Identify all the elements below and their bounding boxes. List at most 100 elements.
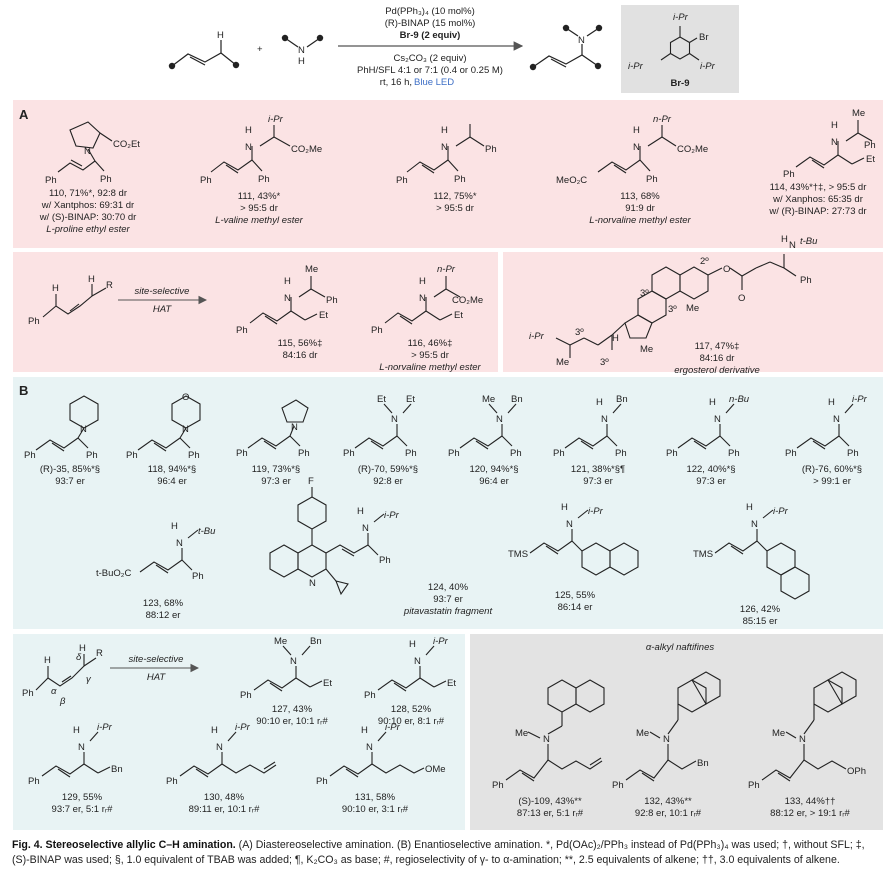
svg-text:H: H — [441, 125, 448, 136]
svg-text:R: R — [96, 648, 103, 659]
svg-text:H: H — [709, 397, 716, 408]
svg-text:γ: γ — [86, 674, 92, 685]
svg-text:115, 56%‡: 115, 56%‡ — [278, 338, 323, 349]
compound-118: O N Ph Ph 118, 94%*§ 96:4 er — [126, 392, 201, 487]
br9-ipr-right: i-Pr — [700, 61, 716, 72]
reaction-scheme: H + N H Pd(PPh₃)₄ (10 mol%) (R)-BINAP (1… — [168, 6, 716, 89]
svg-text:Me: Me — [640, 344, 653, 355]
svg-text:122, 40%*§: 122, 40%*§ — [686, 464, 735, 475]
svg-text:i-Pr: i-Pr — [268, 114, 284, 125]
compound-35: N Ph Ph (R)-35, 85%*§ 93:7 er — [24, 395, 100, 487]
svg-text:Ph: Ph — [316, 776, 328, 787]
svg-text:β: β — [59, 696, 66, 707]
svg-text:96:4 er: 96:4 er — [157, 476, 187, 487]
condition-line-4: Cs₂CO₃ (2 equiv) — [393, 53, 466, 64]
compound-110: N CO₂Et Ph Ph 110, 71%*, 92:8 dr w/ Xant… — [39, 121, 140, 235]
svg-text:N: N — [789, 240, 796, 251]
svg-text:OMe: OMe — [425, 764, 446, 775]
svg-text:N: N — [751, 519, 758, 530]
svg-text:N: N — [663, 734, 670, 745]
svg-text:i-Pr: i-Pr — [384, 510, 400, 521]
compound-130: N H i-Pr Ph 130, 48% 89:11 er, 10:1 rᵣ# — [166, 722, 277, 815]
svg-text:119, 73%*§: 119, 73%*§ — [252, 464, 300, 475]
svg-text:Ph: Ph — [258, 174, 270, 185]
svg-text:ergosterol derivative: ergosterol derivative — [674, 365, 760, 376]
svg-text:N: N — [290, 656, 297, 667]
compound-116: N H n-Pr CO₂Me Et Ph 116, 46%‡ > 95:5 dr… — [371, 264, 483, 373]
svg-text:Ph: Ph — [192, 571, 204, 582]
naftifine-title: α-alkyl naftifines — [646, 642, 714, 653]
panel-b-naftifine-background — [470, 634, 883, 830]
svg-text:H: H — [781, 234, 788, 245]
compound-127: N Me Bn Et Ph 127, 43% 90:10 er, 10:1 rᵣ… — [240, 636, 332, 727]
compound-114: N H Me Ph Et Ph 114, 43%*†‡, > 95:5 dr w… — [768, 108, 875, 217]
svg-text:H: H — [245, 125, 252, 136]
svg-text:TMS: TMS — [508, 549, 528, 560]
hat-scheme-a: H H R Ph site-selective HAT — [28, 274, 208, 327]
svg-text:Ph: Ph — [454, 174, 466, 185]
svg-text:Me: Me — [636, 728, 649, 739]
svg-text:87:13 er, 5:1 rᵣ#: 87:13 er, 5:1 rᵣ# — [517, 808, 584, 819]
svg-text:H: H — [409, 639, 416, 650]
svg-text:n-Bu: n-Bu — [729, 394, 750, 405]
alkene-reactant — [171, 40, 237, 67]
panel-b-background — [13, 377, 883, 629]
svg-text:N: N — [419, 293, 426, 304]
svg-text:Ph: Ph — [783, 169, 795, 180]
panel-a-ergosterol-background — [503, 252, 883, 372]
svg-text:w/ (R)-BINAP: 27:73 dr: w/ (R)-BINAP: 27:73 dr — [768, 206, 866, 217]
allylic-h-label: H — [217, 30, 224, 41]
svg-text:Ph: Ph — [24, 450, 36, 461]
svg-text:128, 52%: 128, 52% — [391, 704, 432, 715]
svg-text:Ph: Ph — [364, 690, 376, 701]
svg-text:Me: Me — [556, 357, 569, 368]
svg-text:Ph: Ph — [126, 450, 138, 461]
svg-text:H: H — [73, 725, 80, 736]
svg-text:N: N — [366, 742, 373, 753]
svg-text:Ph: Ph — [448, 448, 460, 459]
svg-text:N: N — [831, 137, 838, 148]
svg-text:91:9 dr: 91:9 dr — [625, 203, 655, 214]
svg-text:Et: Et — [406, 394, 415, 405]
svg-text:3º: 3º — [668, 304, 677, 315]
svg-text:H: H — [284, 276, 291, 287]
svg-text:117, 47%‡: 117, 47%‡ — [695, 341, 740, 352]
svg-text:O: O — [738, 293, 745, 304]
svg-text:N: N — [391, 414, 398, 425]
svg-text:N: N — [362, 523, 369, 534]
svg-text:Ph: Ph — [379, 555, 391, 566]
br9-br: Br — [699, 32, 709, 43]
svg-text:Me: Me — [482, 394, 495, 405]
svg-text:N: N — [216, 742, 223, 753]
svg-text:i-Pr: i-Pr — [97, 722, 113, 733]
svg-text:N: N — [601, 414, 608, 425]
svg-text:85:15 er: 85:15 er — [743, 616, 778, 627]
svg-text:2º: 2º — [700, 256, 709, 267]
svg-text:Ph: Ph — [864, 140, 876, 151]
svg-text:Me: Me — [515, 728, 528, 739]
svg-text:> 95:5 dr: > 95:5 dr — [436, 203, 474, 214]
svg-text:> 95:5 dr: > 95:5 dr — [411, 350, 449, 361]
svg-text:H: H — [831, 120, 838, 131]
compound-120: N Me Bn Ph Ph 120, 94%*§ 96:4 er — [448, 394, 523, 487]
svg-text:L-proline ethyl ester: L-proline ethyl ester — [46, 224, 130, 235]
compound-111: N H i-Pr CO₂Me Ph Ph 111, 43%* > 95:5 dr… — [200, 114, 322, 226]
svg-text:CO₂Et: CO₂Et — [113, 139, 140, 150]
compound-70: N Et Et Ph Ph (R)-70, 59%*§ 92:8 er — [343, 394, 418, 487]
svg-text:123, 68%: 123, 68% — [143, 598, 184, 609]
svg-text:93:7 er: 93:7 er — [55, 476, 85, 487]
svg-text:α: α — [51, 686, 57, 697]
svg-text:i-Pr: i-Pr — [235, 722, 251, 733]
compound-133: N Me OPh Ph 133, 44%†† 88:12 er, > 19:1 … — [748, 671, 866, 819]
svg-text:N: N — [714, 414, 721, 425]
svg-text:Me: Me — [852, 108, 865, 119]
svg-text:N: N — [291, 422, 298, 433]
svg-text:Ph: Ph — [298, 448, 310, 459]
condition-line-2: (R)-BINAP (15 mol%) — [385, 18, 476, 29]
svg-text:90:10 er, 10:1 rᵣ#: 90:10 er, 10:1 rᵣ# — [256, 716, 328, 727]
caption-title: Fig. 4. Stereoselective allylic C–H amin… — [12, 839, 236, 851]
svg-text:3º: 3º — [600, 357, 609, 368]
svg-text:Me: Me — [686, 303, 699, 314]
compound-124: F N N H i-Pr Ph 124, 40% 93:7 er pitavas… — [269, 476, 492, 617]
compound-113: N H n-Pr CO₂Me MeO₂C Ph 113, 68% 91:9 dr… — [556, 114, 708, 226]
